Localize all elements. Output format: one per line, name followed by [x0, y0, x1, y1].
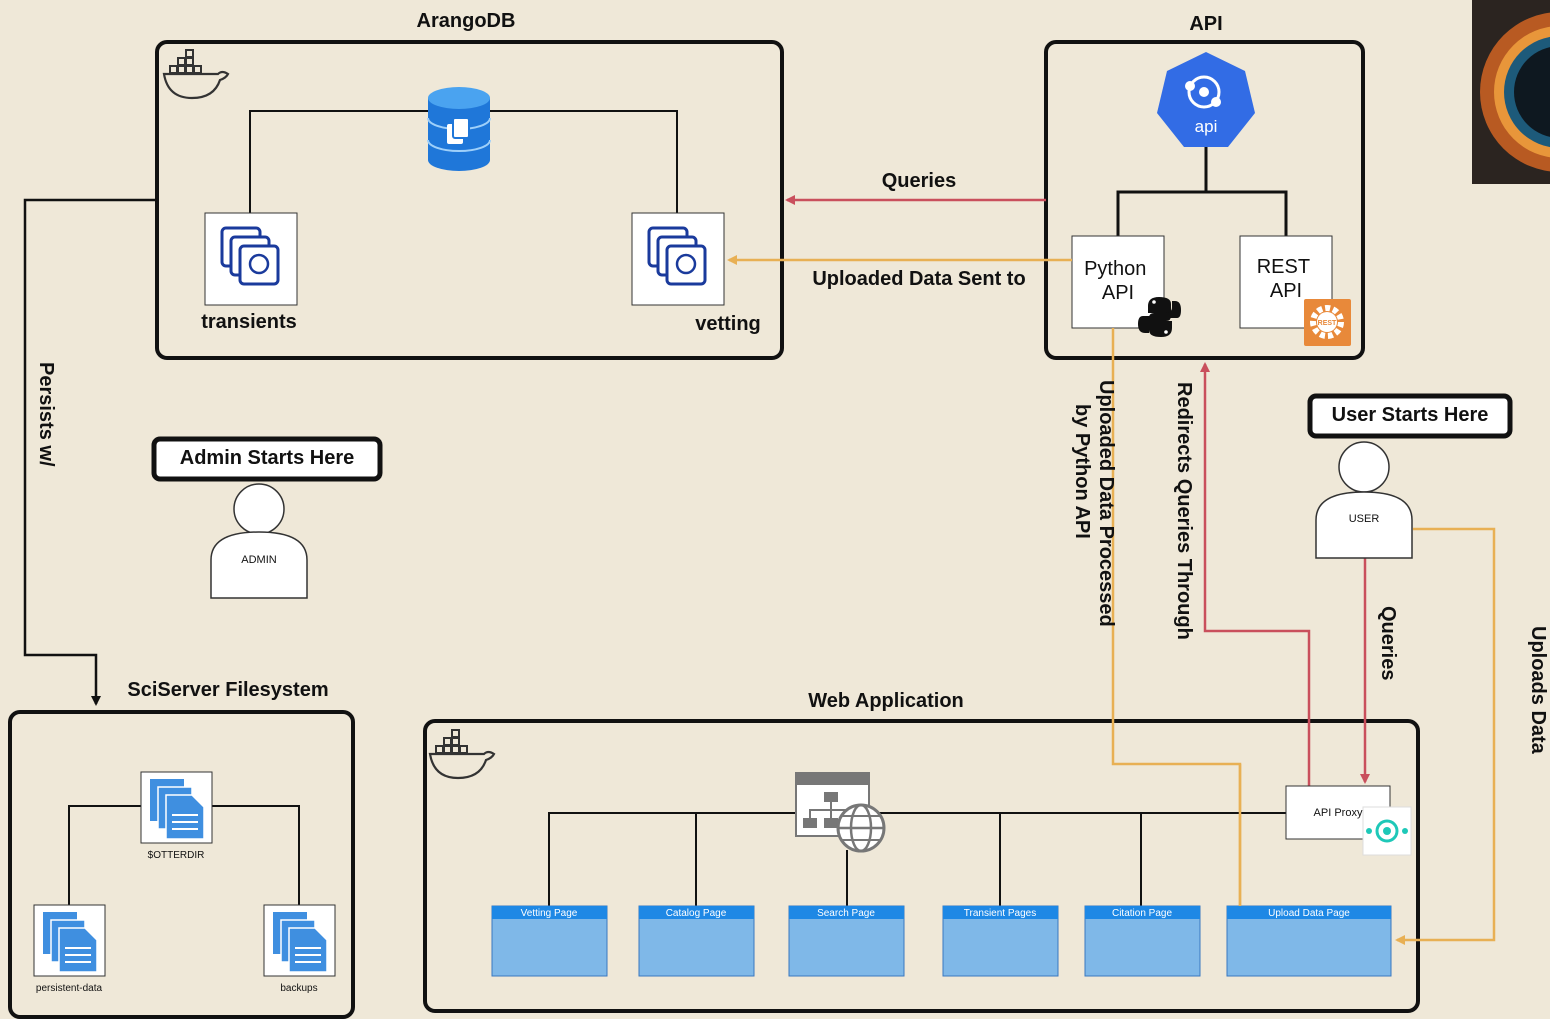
fs-tree-lines — [68, 805, 300, 905]
vetting-collection-icon — [631, 212, 725, 306]
backups-label: backups — [280, 983, 317, 994]
api-proxy-label: API Proxy — [1314, 807, 1363, 819]
rest-badge-label: REST — [1318, 320, 1337, 327]
admin-banner-label: Admin Starts Here — [180, 447, 355, 469]
processed-label-line1: Uploaded Data Processed — [1095, 380, 1117, 627]
vetting-label: vetting — [695, 313, 761, 335]
db-tree-lines — [249, 110, 678, 213]
persistent-data-label: persistent-data — [36, 983, 103, 994]
rest-api-label-line1: REST — [1257, 256, 1310, 278]
uploads-edge — [1395, 527, 1496, 945]
webapp-tree-lines — [548, 812, 1286, 906]
api-title: API — [1189, 13, 1222, 35]
page-vetting — [491, 905, 608, 977]
transients-label: transients — [201, 311, 297, 333]
python-icon — [1138, 297, 1181, 337]
backups-file-icon — [263, 904, 336, 977]
page-citation — [1084, 905, 1201, 977]
admin-banner — [151, 436, 383, 482]
admin-person-icon — [210, 483, 308, 599]
sciserver-title: SciServer Filesystem — [127, 679, 328, 701]
database-icon — [427, 87, 491, 171]
page-upload — [1226, 905, 1392, 977]
user-label: USER — [1349, 513, 1380, 525]
docker-icon — [428, 729, 496, 780]
rest-gear-icon — [1304, 299, 1351, 346]
redirects-edge — [1200, 362, 1311, 786]
arangodb-title: ArangoDB — [417, 10, 516, 32]
processed-label-line2: by Python API — [1071, 404, 1093, 539]
uploads-label: Uploads Data — [1527, 626, 1549, 755]
rest-api-label: REST API — [1257, 256, 1316, 302]
otterdir-label: $OTTERDIR — [148, 850, 205, 861]
api-tree-lines — [1116, 147, 1288, 236]
user-banner-label: User Starts Here — [1332, 404, 1489, 426]
redirects-label: Redirects Queries Through — [1173, 382, 1195, 640]
persists-edge — [23, 198, 157, 706]
page-transient — [942, 905, 1059, 977]
admin-label: ADMIN — [241, 554, 277, 566]
webapp-container — [423, 719, 1420, 1013]
page-citation-label: Citation Page — [1112, 908, 1172, 919]
queries-top-label: Queries — [882, 170, 956, 192]
page-catalog — [638, 905, 755, 977]
rest-api-label-line2: API — [1270, 280, 1302, 302]
persistent-data-file-icon — [33, 904, 106, 977]
python-api-label-line1: Python — [1084, 258, 1146, 280]
user-person-icon — [1315, 441, 1413, 559]
api-logo-label: api — [1195, 117, 1218, 136]
transients-collection-icon — [204, 212, 298, 306]
page-search — [788, 905, 905, 977]
proxy-icon — [1362, 806, 1412, 856]
page-vetting-label: Vetting Page — [521, 908, 578, 919]
website-sitemap-icon — [795, 772, 886, 853]
python-api-label: Python API — [1084, 258, 1152, 304]
avatar-image — [1472, 0, 1550, 184]
page-search-label: Search Page — [817, 908, 875, 919]
uploaded-sent-label: Uploaded Data Sent to — [812, 268, 1025, 290]
page-catalog-label: Catalog Page — [666, 908, 727, 919]
sciserver-container — [8, 710, 355, 1019]
page-upload-label: Upload Data Page — [1268, 908, 1350, 919]
otterdir-file-icon — [140, 771, 213, 844]
api-logo-icon — [1157, 52, 1255, 147]
user-banner — [1307, 393, 1513, 439]
python-api-label-line2: API — [1102, 282, 1134, 304]
user-queries-label: Queries — [1377, 606, 1399, 680]
docker-icon — [162, 49, 230, 100]
webapp-title: Web Application — [808, 690, 964, 712]
persists-label: Persists w/ — [35, 362, 57, 467]
page-transient-label: Transient Pages — [964, 908, 1036, 919]
processed-label: Uploaded Data Processed by Python API — [1071, 380, 1117, 632]
